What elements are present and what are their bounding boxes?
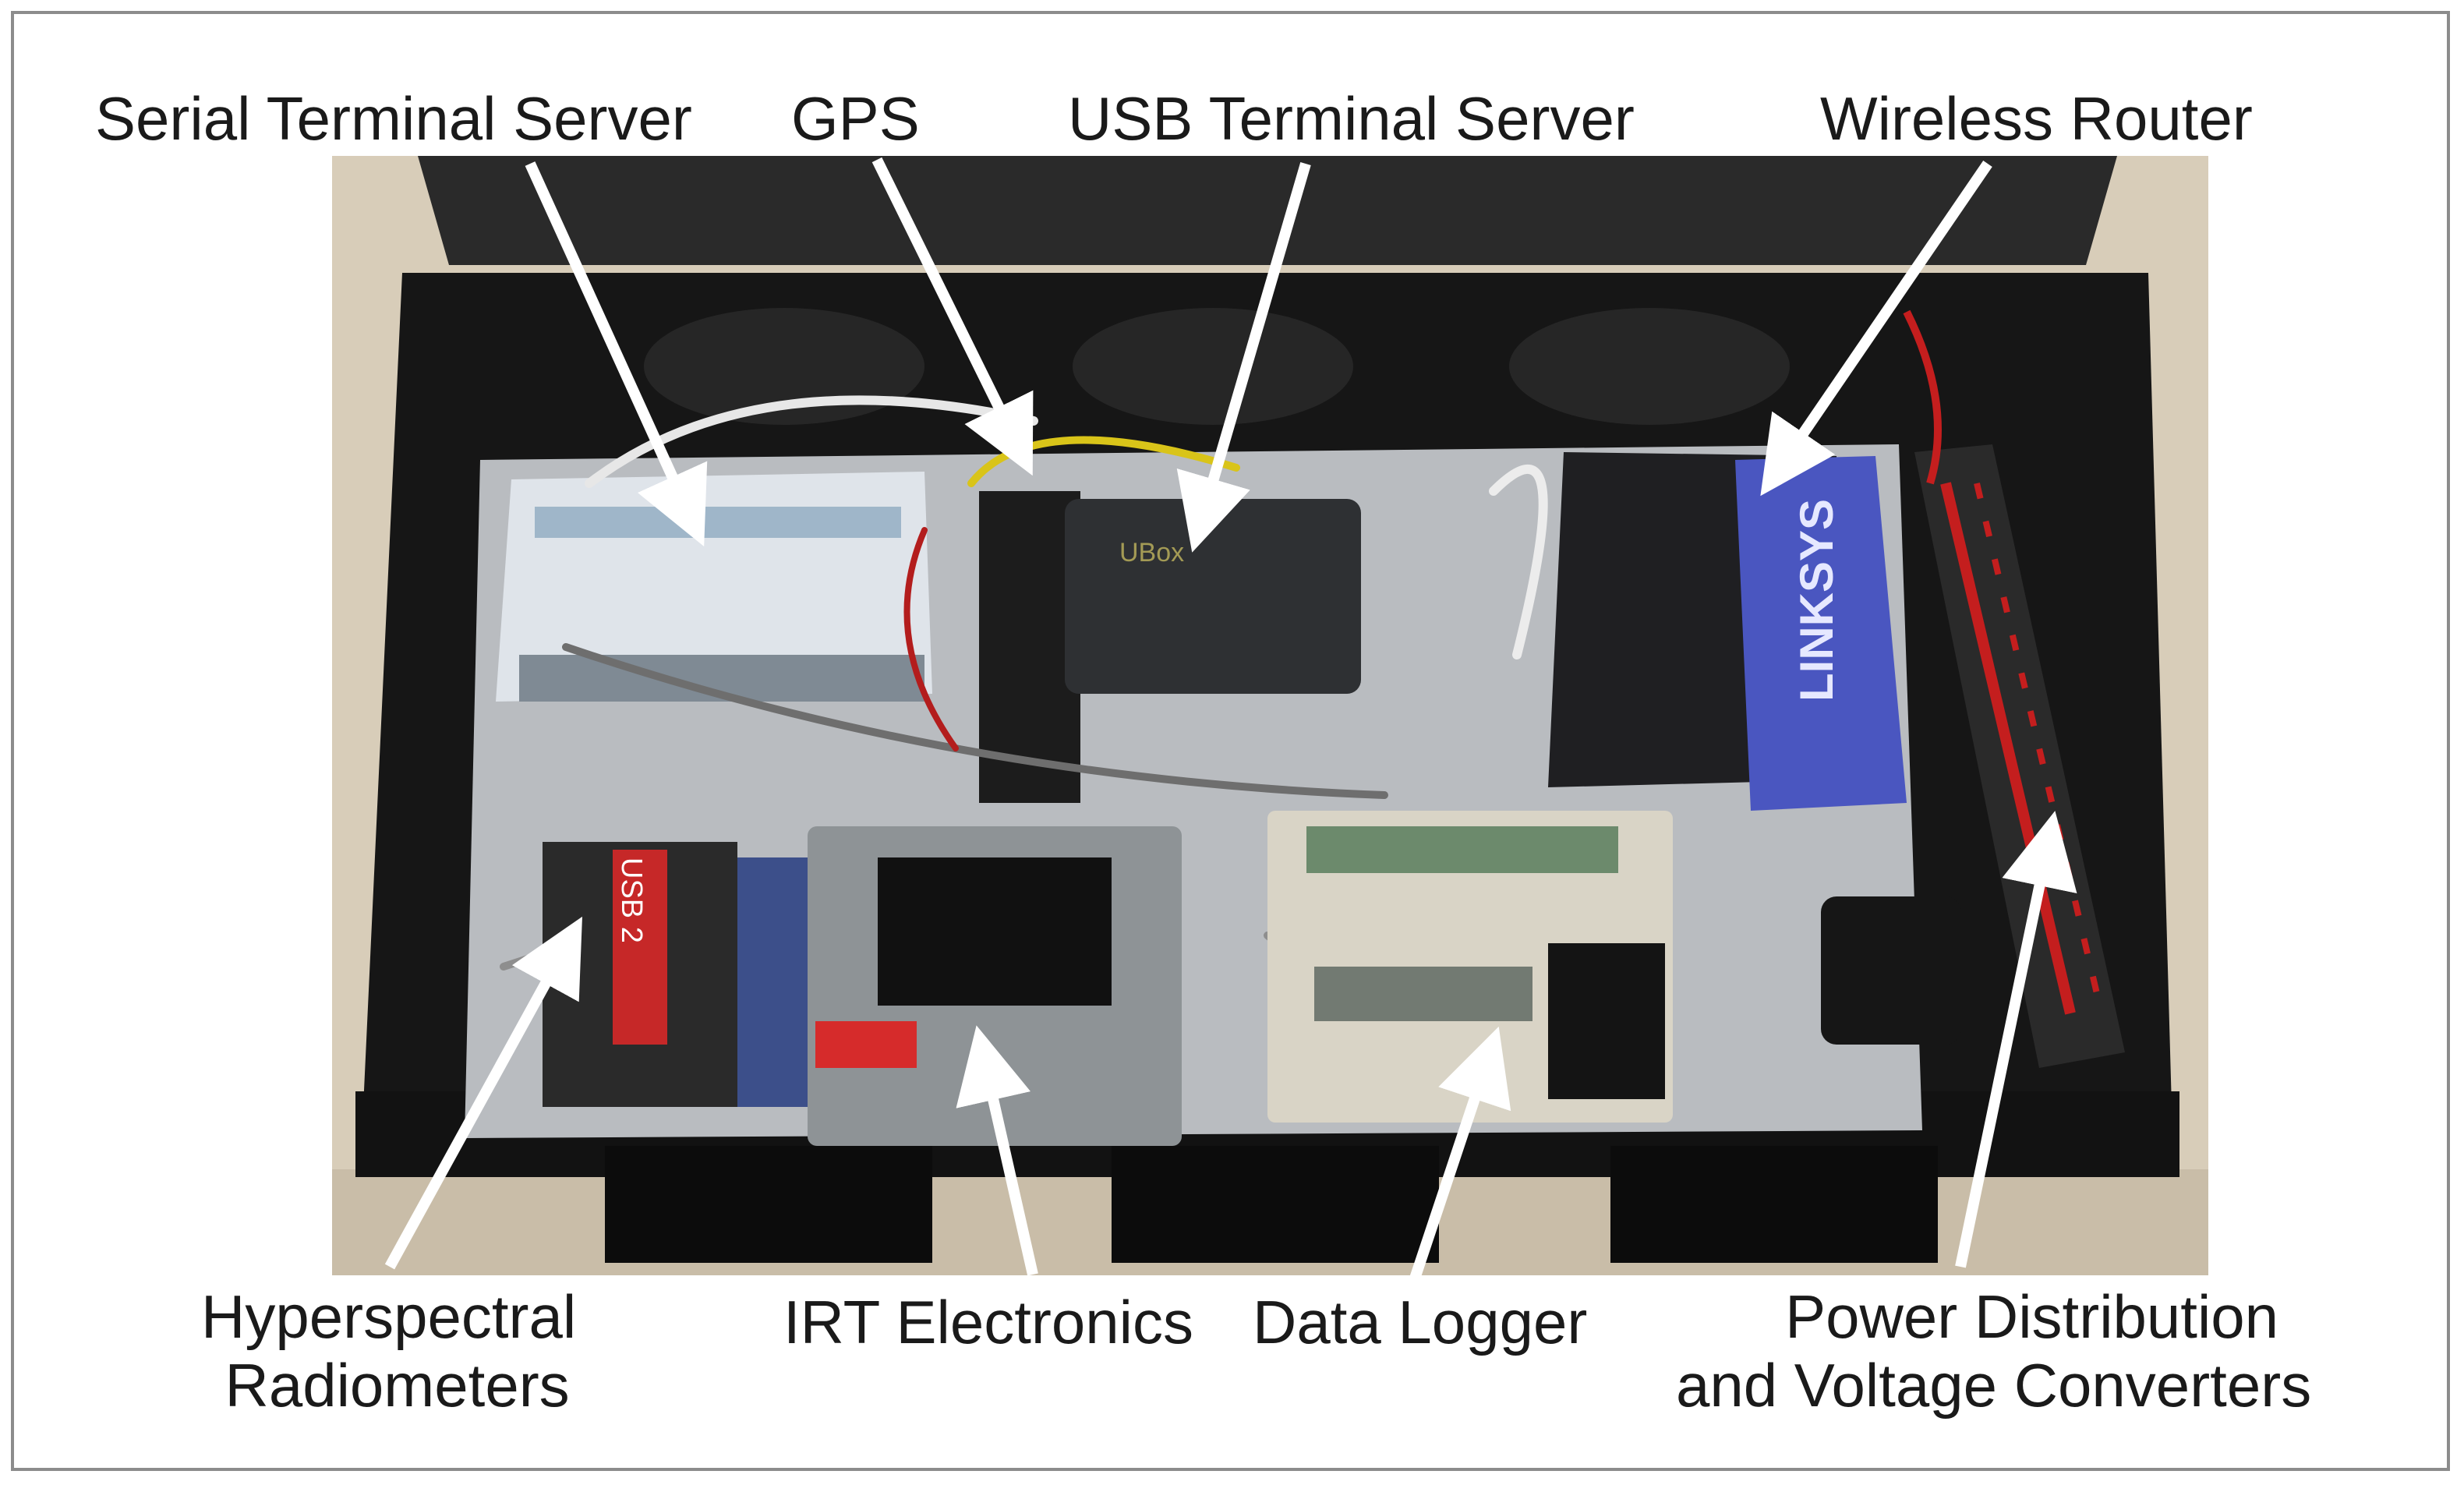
data-logger-device [1267,811,1673,1123]
usb-label: USB 2 [615,857,648,943]
arrow-hyperspectral-radiometers [384,916,582,1270]
power-distribution-strip [1903,309,2125,1068]
arrow-data-logger [1409,1026,1511,1281]
label-power-line2: and Voltage Converters [1676,1351,2312,1420]
label-usb-terminal-server: USB Terminal Server [1068,84,1635,153]
label-power-line1: Power Distribution [1785,1282,2279,1351]
label-irt-electronics: IRT Electronics [783,1288,1193,1356]
voltage-converter [1821,896,1961,1045]
arrow-usb-terminal-server [1176,162,1311,553]
label-hyperspectral-radiometers: Hyperspectral Radiometers [201,1282,576,1420]
label-hyperspectral-line2: Radiometers [224,1351,570,1420]
label-gps: GPS [791,84,920,153]
arrow-serial-terminal-server [525,161,708,546]
linksys-label: LINKSYS [1791,499,1843,702]
label-hyperspectral-line1: Hyperspectral [201,1282,577,1351]
label-serial-terminal-server: Serial Terminal Server [95,84,692,153]
hyperspectral-radiometer-device: USB 2 [543,842,808,1107]
arrow-irt-electronics [956,1025,1038,1276]
arrow-power-distribution [1955,811,2077,1268]
arrow-wireless-router [1760,161,1992,497]
label-data-logger: Data Logger [1253,1288,1588,1356]
gps-unit [979,491,1080,803]
arrow-gps [871,157,1034,476]
label-wireless-router: Wireless Router [1820,84,2253,153]
irt-electronics-device [808,826,1182,1146]
usb-terminal-server-device: UBox [1065,499,1361,694]
ubox-label: UBox [1119,538,1184,567]
wireless-router-device: LINKSYS [1548,452,1907,811]
label-power-distribution: Power Distribution and Voltage Converter… [1676,1282,2311,1420]
equipment-photo: UBox LINKSYS [332,156,2208,1275]
